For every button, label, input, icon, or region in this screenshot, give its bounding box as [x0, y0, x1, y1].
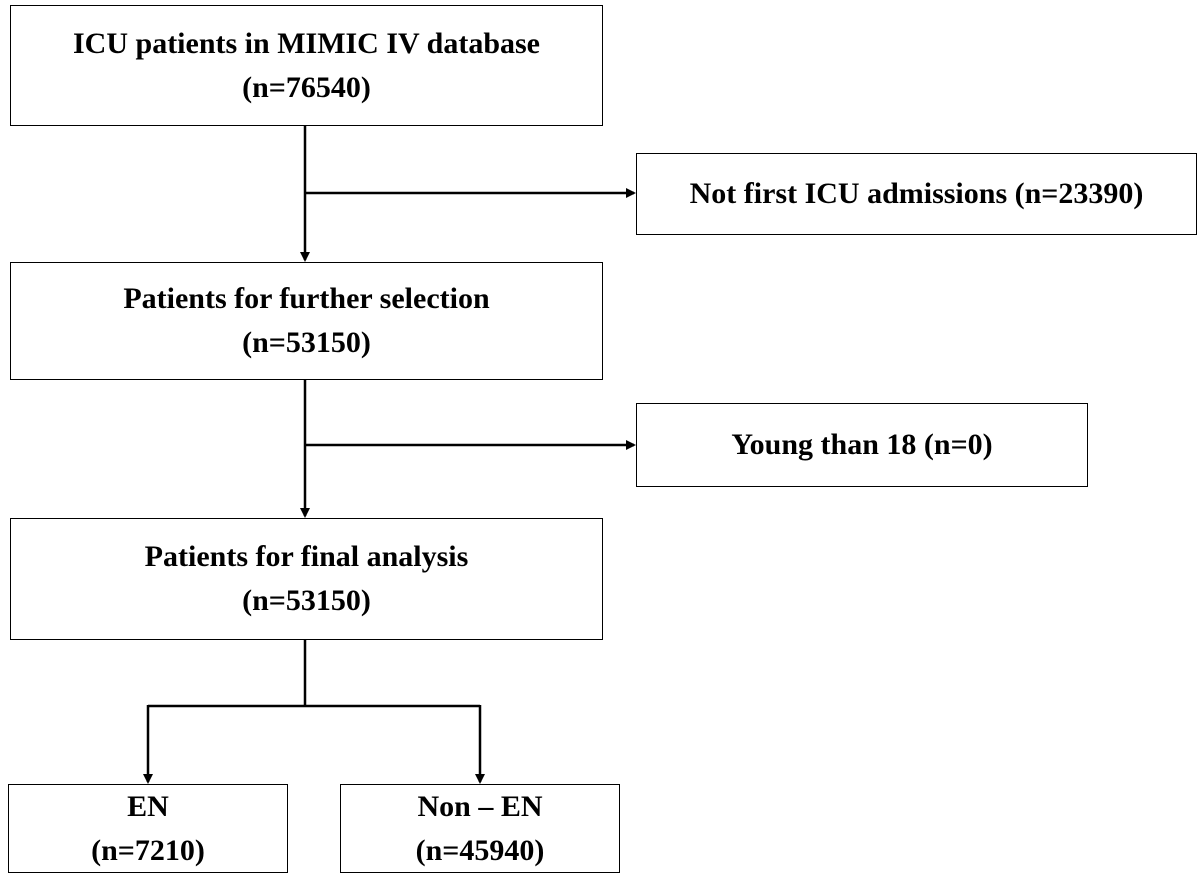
final-analysis-count: (n=53150) — [242, 584, 371, 617]
non-en-count: (n=45940) — [415, 833, 545, 867]
en-box: EN (n=7210) — [8, 784, 288, 873]
non-en-title: Non – EN — [417, 789, 543, 823]
icu-patients-box: ICU patients in MIMIC IV database (n=765… — [10, 5, 603, 126]
final-analysis-box: Patients for final analysis (n=53150) — [10, 518, 603, 640]
en-count: (n=7210) — [91, 833, 205, 867]
non-en-box: Non – EN (n=45940) — [340, 784, 620, 873]
not-first-icu-box: Not first ICU admissions (n=23390) — [636, 153, 1197, 235]
further-selection-count: (n=53150) — [242, 326, 371, 359]
final-analysis-title: Patients for final analysis — [144, 540, 469, 573]
further-selection-title: Patients for further selection — [123, 282, 490, 315]
further-selection-box: Patients for further selection (n=53150) — [10, 262, 603, 380]
icu-patients-count: (n=76540) — [242, 70, 371, 104]
young-than-18-label: Young than 18 (n=0) — [731, 428, 993, 461]
young-than-18-box: Young than 18 (n=0) — [636, 403, 1088, 487]
en-title: EN — [127, 789, 169, 823]
icu-patients-title: ICU patients in MIMIC IV database — [73, 26, 540, 60]
not-first-icu-label: Not first ICU admissions (n=23390) — [689, 177, 1144, 210]
